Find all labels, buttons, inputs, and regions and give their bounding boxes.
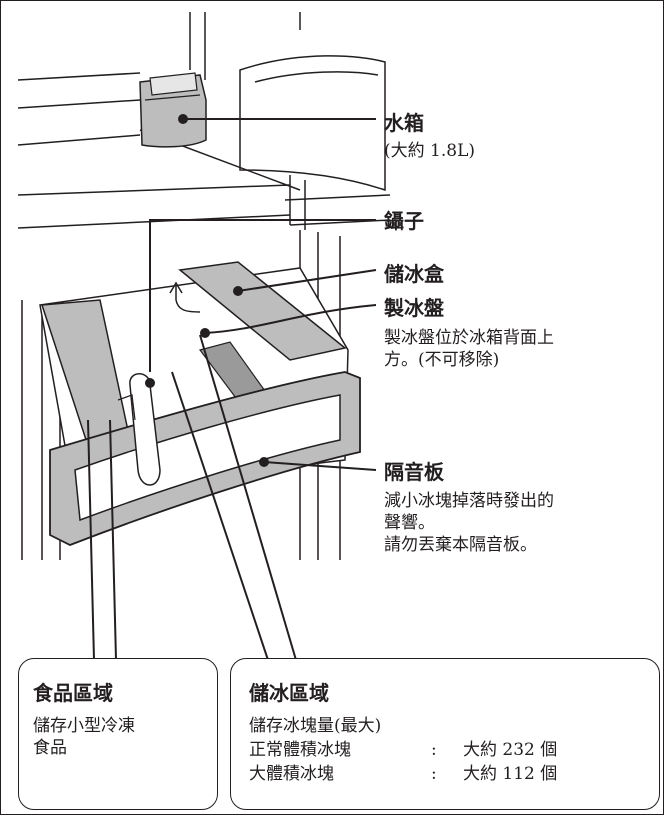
tweezers-title: 鑷子 [384, 209, 424, 233]
ice-tray-title: 製冰盤 [384, 296, 444, 320]
ice-bin-shape [39, 261, 361, 546]
tray-arrow-icon [169, 281, 183, 294]
food-area-desc-line-2: 食品 [33, 738, 67, 758]
partition-leader [263, 461, 377, 471]
food-area-box: 食品區域 儲存小型冷凍 食品 [18, 658, 218, 810]
ice-row-normal-value: 大約 232 個 [463, 740, 558, 760]
ice-area-desc-line-1: 儲存冰塊量(最大) [249, 716, 382, 736]
food-area-leader [87, 419, 95, 661]
food-area-desc-line-1: 儲存小型冷凍 [33, 716, 135, 736]
ice-bin-title: 儲冰盒 [384, 262, 444, 286]
partition-title: 隔音板 [384, 460, 444, 484]
water-tank-title: 水箱 [384, 111, 424, 135]
partition-desc-line-2: 聲響。 [384, 513, 435, 533]
ice-bin-leader [237, 269, 377, 292]
water-tank-capacity: (大約 1.8L) [384, 141, 475, 161]
partition-desc-line-1: 減小冰塊掉落時發出的 [384, 491, 554, 511]
tweezers-leader [149, 219, 376, 372]
ice-tray-desc-line-1: 製冰盤位於冰箱背面上 [384, 328, 554, 348]
ice-area-title: 儲冰區域 [249, 681, 329, 705]
ice-tray-desc-line-2: 方。(不可移除) [384, 350, 500, 370]
ice-tray-leader [204, 304, 377, 334]
ice-area-leader [171, 371, 269, 661]
ice-row-large-sep: : [431, 764, 437, 784]
tweezers-shape [129, 373, 161, 486]
partition-desc-line-3: 請勿丟棄本隔音板。 [384, 535, 537, 555]
ice-row-normal-label: 正常體積冰塊 [249, 740, 351, 760]
ice-row-large-label: 大體積冰塊 [249, 764, 334, 784]
ice-row-normal-sep: : [431, 740, 437, 760]
ice-tray-divider [178, 261, 347, 361]
shelf-edge-line [17, 184, 291, 196]
food-area-title: 食品區域 [33, 681, 113, 705]
water-tank-shape [139, 72, 207, 148]
ice-area-box: 儲冰區域 儲存冰塊量(最大) 正常體積冰塊 : 大約 232 個 大體積冰塊 :… [230, 658, 660, 810]
door-bin-outline [239, 55, 386, 192]
upper-shelf-line [17, 72, 141, 81]
ice-row-large-value: 大約 112 個 [463, 764, 558, 784]
